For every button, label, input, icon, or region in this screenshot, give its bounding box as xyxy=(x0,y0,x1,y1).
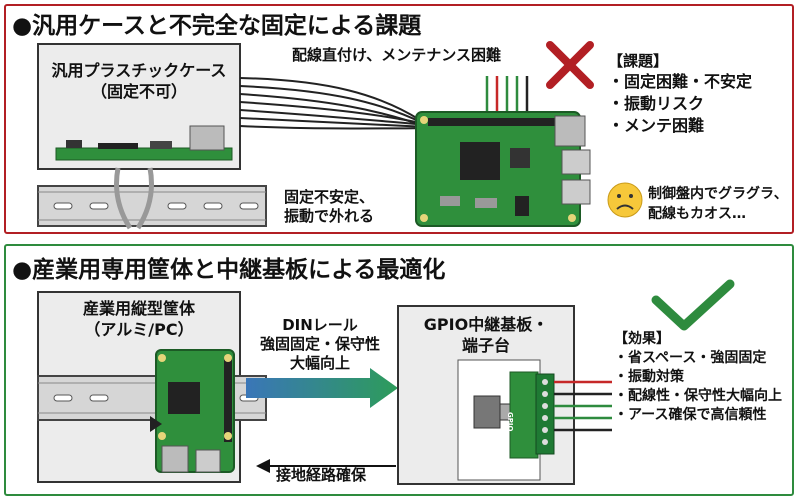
ground-label: 接地経路確保 xyxy=(276,466,367,484)
problem-title: ●汎用ケースと不完全な固定による課題 xyxy=(12,13,422,39)
arrow-label: DINレール 強固固定・保守性 大幅向上 xyxy=(250,316,390,373)
solution-panel xyxy=(4,244,794,496)
effect-item: ・振動対策 xyxy=(614,369,684,385)
solution-title: ●産業用専用筐体と中継基板による最適化 xyxy=(12,257,446,283)
board-label: GPIO中継基板・ 端子台 xyxy=(400,314,572,356)
unstable-note: 固定不安定、 振動で外れる xyxy=(284,188,374,226)
unstable-line2: 振動で外れる xyxy=(284,207,375,225)
issue-item: ・振動リスク xyxy=(608,94,705,113)
board-line2: 端子台 xyxy=(461,336,510,355)
comment-line1: 制御盤内でグラグラ、 xyxy=(648,186,788,202)
arrow-line3: 大幅向上 xyxy=(289,354,350,372)
problem-panel xyxy=(4,4,794,234)
arrow-line1: DINレール xyxy=(282,316,358,334)
enclosure-line2: （アルミ/PC） xyxy=(84,320,194,339)
effect-item: ・省スペース・強固固定 xyxy=(614,350,767,366)
issue-item: ・メンテ困難 xyxy=(608,116,705,135)
wiring-note: 配線直付け、メンテナンス困難 xyxy=(292,46,501,64)
board-line1: GPIO中継基板・ xyxy=(423,315,549,334)
effects-header: 【効果】 xyxy=(614,331,670,347)
effect-item: ・アース確保で高信頼性 xyxy=(614,407,767,423)
issues-header: 【課題】 xyxy=(608,52,669,70)
issues-list: 【課題】 ・固定困難・不安定 ・振動リスク ・メンテ困難 xyxy=(608,52,752,137)
case-label-line2: （固定不可） xyxy=(90,82,187,101)
enclosure-line1: 産業用縦型筐体 xyxy=(82,299,195,318)
case-label: 汎用プラスチックケース （固定不可） xyxy=(40,60,238,102)
effects-list: 【効果】 ・省スペース・強固固定 ・振動対策 ・配線性・保守性大幅向上 ・アース… xyxy=(614,330,782,425)
comment-line2: 配線もカオス… xyxy=(648,206,746,222)
arrow-line2: 強固固定・保守性 xyxy=(259,335,380,353)
unstable-line1: 固定不安定、 xyxy=(284,188,375,206)
enclosure-label: 産業用縦型筐体 （アルミ/PC） xyxy=(40,298,238,340)
case-label-line1: 汎用プラスチックケース xyxy=(51,61,227,80)
comment-note: 制御盤内でグラグラ、 配線もカオス… xyxy=(648,184,788,224)
effect-item: ・配線性・保守性大幅向上 xyxy=(614,388,782,404)
issue-item: ・固定困難・不安定 xyxy=(608,72,753,91)
gpio-chip-text: GPIO xyxy=(506,412,514,432)
